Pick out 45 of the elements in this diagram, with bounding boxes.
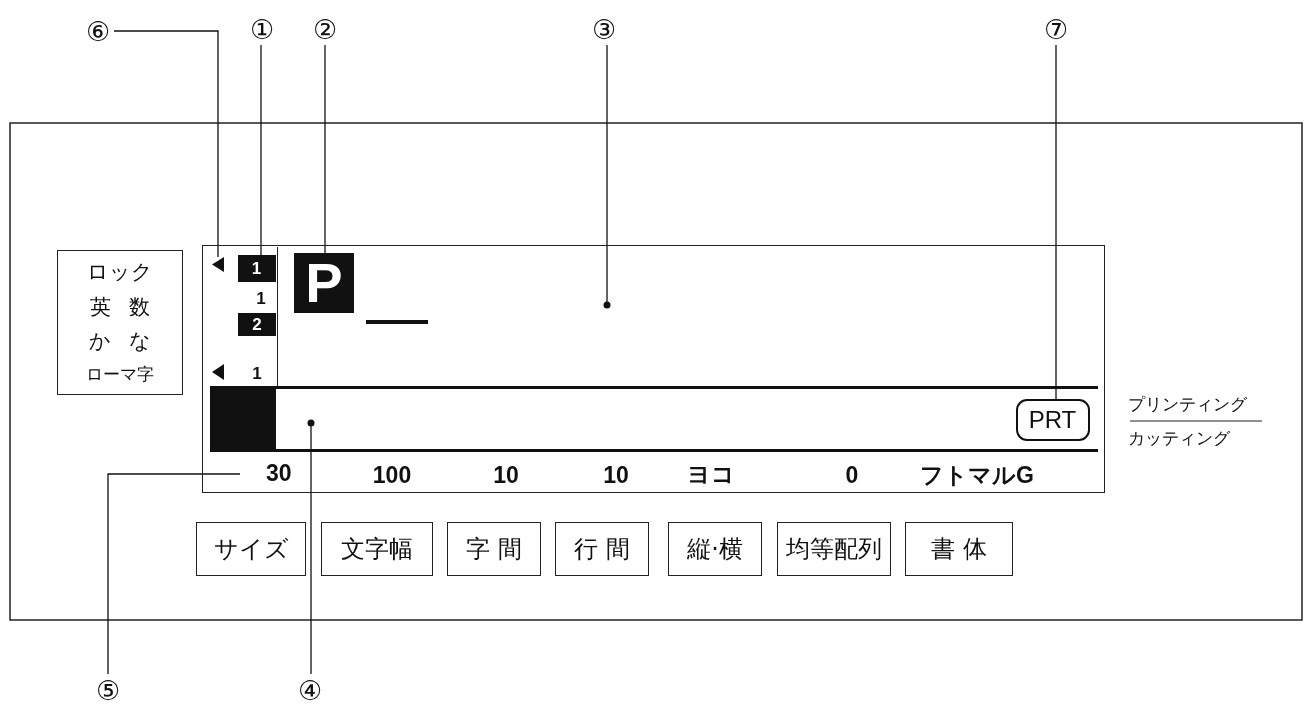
- status-value: 100: [371, 462, 413, 488]
- status-value: 0: [844, 462, 860, 488]
- leader-line: [113, 30, 219, 258]
- line-number: 2: [238, 313, 276, 336]
- mode-label: 英 数: [89, 296, 151, 318]
- status-value: ヨコ: [686, 460, 736, 488]
- cursor-block: [209, 388, 276, 449]
- status-value: フトマルG: [919, 460, 1035, 490]
- callout-number: ①: [246, 13, 278, 45]
- line-number: 1: [251, 362, 263, 384]
- leader-line: [260, 44, 262, 256]
- callout-number: ③: [588, 13, 620, 45]
- leader-line: [603, 44, 611, 309]
- callout-number: ⑤: [92, 674, 124, 706]
- callout-number: ⑦: [1040, 13, 1072, 45]
- status-value: 30: [239, 457, 292, 490]
- callout-number: ④: [294, 674, 326, 706]
- mode-label: か な: [88, 331, 152, 353]
- function-key: 行 間: [555, 522, 649, 576]
- function-key: 字 間: [447, 522, 541, 576]
- triangle-marker: [211, 256, 224, 272]
- mode-label: カッティング: [1128, 426, 1231, 450]
- leader-line: [324, 44, 326, 254]
- line-number-indicator: 1: [237, 254, 276, 282]
- function-key: 均等配列: [777, 522, 891, 576]
- lcd-display: [202, 245, 1105, 493]
- function-key: サイズ: [196, 522, 306, 576]
- leader-line: [1055, 44, 1057, 400]
- function-key: 文字幅: [321, 522, 433, 576]
- callout-number: ②: [309, 13, 341, 45]
- status-value: 10: [492, 462, 520, 488]
- prt-indicator: PRT: [1015, 398, 1090, 441]
- mode-label: ロック: [87, 261, 153, 283]
- mode-label: ローマ字: [86, 366, 154, 384]
- function-key: 書 体: [905, 522, 1013, 576]
- mode-indicator-box: [57, 250, 183, 395]
- print-mode-indicator: P: [294, 252, 354, 313]
- leader-line: [107, 473, 241, 675]
- callout-number: ⑥: [82, 15, 114, 47]
- leader-line: [307, 419, 315, 675]
- status-band: [209, 385, 1098, 452]
- function-key: 縦·横: [668, 522, 762, 576]
- mode-label: プリンティング: [1128, 392, 1248, 416]
- status-value: 10: [602, 462, 630, 488]
- line-number: 1: [255, 287, 267, 309]
